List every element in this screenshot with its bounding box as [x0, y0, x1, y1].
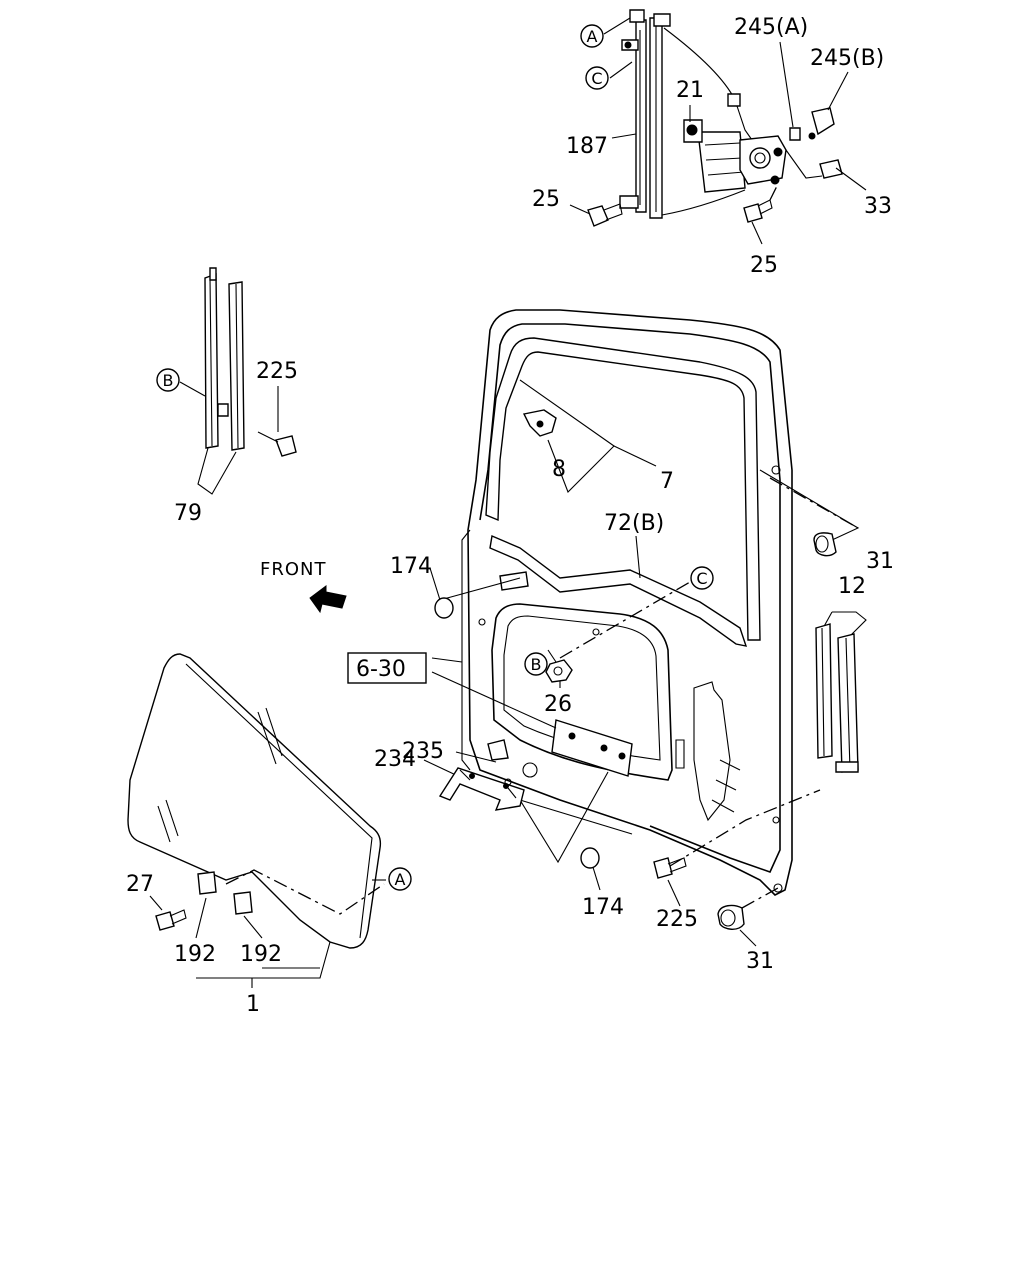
ref-a-glass-text: A	[395, 870, 406, 889]
plug-174-lower	[580, 847, 600, 869]
label-234: 234	[374, 747, 416, 772]
label-245a: 245(A)	[734, 15, 808, 40]
label-25-right: 25	[750, 253, 778, 278]
label-174-upper: 174	[390, 554, 432, 579]
regulator-leaders	[569, 17, 867, 245]
label-1: 1	[246, 992, 260, 1017]
ref-b-door-text: B	[531, 655, 542, 674]
label-8: 8	[552, 457, 566, 482]
label-192-right: 192	[240, 942, 282, 967]
label-33: 33	[864, 194, 892, 219]
door-inner-panel	[461, 309, 793, 896]
label-31-lower: 31	[746, 949, 774, 974]
label-235: 235	[402, 739, 444, 764]
ref-circle-b-left: B	[156, 368, 180, 392]
label-25-left: 25	[532, 187, 560, 212]
label-174-lower: 174	[582, 895, 624, 920]
ref-circle-b-door: B	[524, 652, 548, 676]
bushing-31-upper	[813, 532, 837, 557]
ref-box-6-30	[347, 652, 427, 684]
window-regulator	[587, 9, 843, 227]
door-leaders	[423, 379, 867, 947]
bracket-234	[438, 739, 525, 811]
plug-174-upper	[434, 597, 454, 619]
label-79: 79	[174, 501, 202, 526]
sash-channel	[179, 267, 297, 495]
label-27: 27	[126, 872, 154, 897]
door-glass	[127, 653, 385, 949]
ref-circle-c-door: C	[690, 566, 714, 590]
label-225-upper: 225	[256, 359, 298, 384]
ref-a-top-text: A	[587, 27, 598, 46]
ref-c-door-text: C	[696, 569, 707, 588]
label-7: 7	[660, 469, 674, 494]
label-21: 21	[676, 78, 704, 103]
rear-run-channel	[815, 623, 859, 773]
bushing-31-lower	[717, 904, 745, 930]
label-31-upper: 31	[866, 549, 894, 574]
ref-circle-a-top: A	[580, 24, 604, 48]
label-192-left: 192	[174, 942, 216, 967]
label-225-lower: 225	[656, 907, 698, 932]
label-245b: 245(B)	[810, 46, 884, 71]
label-6-30: 6-30	[356, 657, 406, 682]
ref-b-left-text: B	[163, 371, 174, 390]
label-72b: 72(B)	[604, 511, 664, 536]
bolt-225-lower	[653, 857, 687, 879]
label-26: 26	[544, 692, 572, 717]
ref-c-top-text: C	[591, 69, 602, 88]
front-label: FRONT	[260, 559, 327, 580]
ref-circle-a-glass: A	[388, 867, 412, 891]
front-arrow	[309, 585, 347, 614]
nut-26	[545, 659, 573, 683]
glass-leaders	[149, 879, 386, 988]
label-12: 12	[838, 574, 866, 599]
ref-circle-c-top: C	[585, 66, 609, 90]
label-187: 187	[566, 134, 608, 159]
